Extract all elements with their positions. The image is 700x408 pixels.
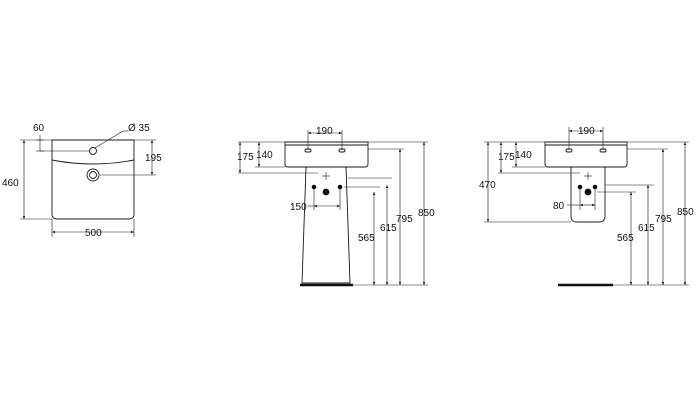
pedestal-dim-795-label: 795 (396, 214, 413, 225)
dim-195-label: 195 (145, 153, 162, 164)
pedestal-dim-140-label: 140 (256, 150, 273, 161)
dim-460-label: 460 (2, 178, 19, 189)
waste-outer (86, 168, 100, 182)
pedestal-dim-850-label: 850 (418, 208, 435, 219)
semi-dim-140-label: 140 (515, 150, 532, 161)
pedestal-dim-190-label: 190 (316, 126, 333, 137)
pedestal-fix-left (311, 184, 317, 190)
waste-inner (89, 171, 97, 179)
pedestal-dim-565-label: 565 (358, 233, 375, 244)
top-view: 60 Ø 35 195 460 500 (2, 123, 162, 239)
pedestal-waste (322, 188, 330, 196)
semi-basin-outline (544, 141, 628, 168)
pedestal-dim-150-label: 150 (290, 202, 307, 213)
dim-tap-hole-label: Ø 35 (128, 123, 150, 134)
semi-dim-190-label: 190 (578, 126, 595, 137)
semi-dim-850-label: 850 (677, 207, 694, 218)
pedestal-basin-outline (284, 141, 369, 168)
basin-rim-curve (51, 159, 135, 165)
semi-dim-565-label: 565 (617, 233, 634, 244)
basin-top-outline (51, 139, 135, 220)
pedestal-column (301, 166, 351, 284)
semi-waste (584, 188, 592, 196)
dim-60-label: 60 (33, 123, 45, 134)
semi-dim-175-label: 175 (498, 152, 515, 163)
semi-fix-right (592, 184, 598, 190)
pedestal-dim-175-label: 175 (237, 152, 254, 163)
semi-dim-80-label: 80 (553, 201, 565, 212)
tap-hole (89, 147, 97, 155)
pedestal-dim-615-label: 615 (380, 223, 397, 234)
pedestal-fix-right (337, 184, 343, 190)
semi-dim-615-label: 615 (638, 223, 655, 234)
semi-pedestal-view: 190 470 175 140 80 565 615 795 850 (479, 126, 694, 287)
semi-dim-470-label: 470 (479, 180, 496, 191)
dim-500-label: 500 (85, 228, 102, 239)
semi-fix-left (577, 184, 583, 190)
semi-dim-795-label: 795 (655, 214, 672, 225)
pedestal-view: 190 175 140 150 565 615 795 850 (237, 126, 435, 287)
semi-pedestal-shroud (570, 167, 606, 223)
